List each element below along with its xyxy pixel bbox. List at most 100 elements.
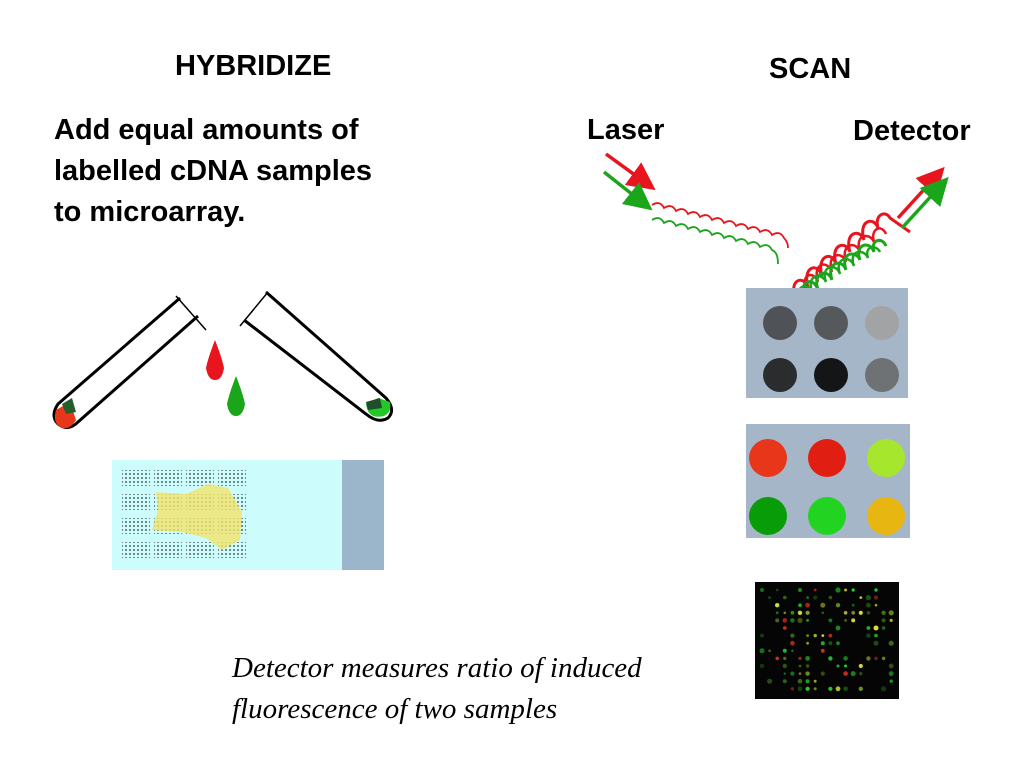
scan-spot <box>858 686 863 691</box>
scan-spot <box>828 595 833 600</box>
scan-spot <box>835 603 841 608</box>
scan-spot <box>797 617 803 624</box>
scan-spot <box>874 633 878 638</box>
scan-spot <box>783 611 787 615</box>
scan-spot <box>805 679 810 684</box>
scan-spot <box>835 686 841 692</box>
color-spot <box>808 497 846 535</box>
scan-spot <box>843 686 848 692</box>
scan-spot <box>782 618 788 623</box>
scan-spot <box>873 595 879 600</box>
description-line: to microarray. <box>54 196 246 228</box>
scan-spot <box>775 611 779 615</box>
scan-spot <box>844 588 848 592</box>
scan-spot <box>888 610 894 616</box>
scan-spot <box>843 611 848 615</box>
microarray-slide <box>112 460 384 570</box>
scan-spot <box>783 672 786 675</box>
scan-spot <box>828 633 833 638</box>
detector-label: Detector <box>853 115 971 147</box>
hybridization-patch <box>152 484 242 550</box>
scan-spot <box>805 671 810 676</box>
hybridize-title: HYBRIDIZE <box>175 50 332 82</box>
scan-spot <box>889 679 893 683</box>
scan-spot <box>805 686 810 691</box>
detector-arrow-green <box>900 176 949 230</box>
scan-spot <box>836 641 840 645</box>
scan-spot <box>798 656 802 661</box>
description-line: labelled cDNA samples <box>54 155 373 187</box>
color-spot <box>867 497 905 535</box>
scan-spot <box>828 641 833 646</box>
scan-spot <box>821 634 825 637</box>
scan-spot <box>858 610 863 615</box>
scan-spot <box>888 640 894 646</box>
scan-spot <box>820 602 826 608</box>
scan-spot <box>790 687 795 691</box>
color-spot <box>749 439 787 477</box>
scan-spot <box>828 656 833 661</box>
test-tube-icon <box>239 290 393 422</box>
wavy-beam-icon <box>651 202 789 249</box>
scan-spot <box>874 656 878 661</box>
scan-spot <box>828 686 833 691</box>
scan-spot <box>888 663 894 669</box>
scan-spot <box>889 618 893 623</box>
scan-spot <box>805 602 810 608</box>
scan-spot <box>805 610 810 615</box>
scan-spot <box>782 648 787 653</box>
caption: Detector measures ratio of induced fluor… <box>232 648 752 730</box>
gray-spot <box>814 306 848 340</box>
scan-spot <box>791 649 794 652</box>
scan-spot <box>828 618 833 623</box>
scan-spot <box>813 679 817 683</box>
caption-line: fluorescence of two samples <box>232 693 558 725</box>
scan-spot <box>844 664 848 668</box>
scan-spot <box>760 633 764 638</box>
scan-spot <box>850 671 856 677</box>
scan-spot <box>843 671 848 676</box>
color-spot <box>808 439 846 477</box>
scan-spot <box>806 596 809 599</box>
scan-spot <box>790 611 795 615</box>
scan-spot <box>873 625 879 631</box>
scan-spot <box>859 596 863 599</box>
scan-spot <box>866 602 871 608</box>
microarray-chip-icon <box>746 288 908 398</box>
description-line: Add equal amounts of <box>54 114 359 146</box>
scan-spot <box>798 603 802 607</box>
scan-spot <box>851 603 855 607</box>
scan-spot <box>813 588 817 592</box>
scan-spot <box>866 633 871 638</box>
scan-spot <box>813 633 817 638</box>
scan-spot <box>851 618 856 623</box>
laser-label: Laser <box>587 114 665 146</box>
gray-spot <box>865 358 899 392</box>
color-spot <box>749 497 787 535</box>
scan-spot <box>782 663 787 669</box>
scan-spot <box>881 626 886 630</box>
scan-spot <box>821 611 825 615</box>
scan-spot <box>820 641 825 646</box>
scan-spot <box>843 656 848 661</box>
scan-spot <box>866 656 871 661</box>
scan-spot <box>790 618 795 623</box>
scan-spot <box>874 603 878 607</box>
scan-spot <box>805 664 810 668</box>
scan-spot <box>836 664 840 668</box>
scan-spot <box>835 625 841 631</box>
microarray-scan-image <box>755 582 899 699</box>
gray-spot <box>814 358 848 392</box>
test-tube-icon <box>52 295 207 429</box>
microarray-chip-icon <box>746 424 910 538</box>
color-spot <box>867 439 905 477</box>
scan-spot <box>813 687 817 691</box>
scan-spot <box>881 656 886 661</box>
scan-spot <box>820 671 825 676</box>
scan-spot <box>775 656 779 661</box>
scan-spot <box>768 596 772 600</box>
scan-title: SCAN <box>769 53 852 85</box>
scan-spot <box>806 619 809 622</box>
scan-spot <box>805 656 810 661</box>
scan-spot <box>775 618 780 623</box>
